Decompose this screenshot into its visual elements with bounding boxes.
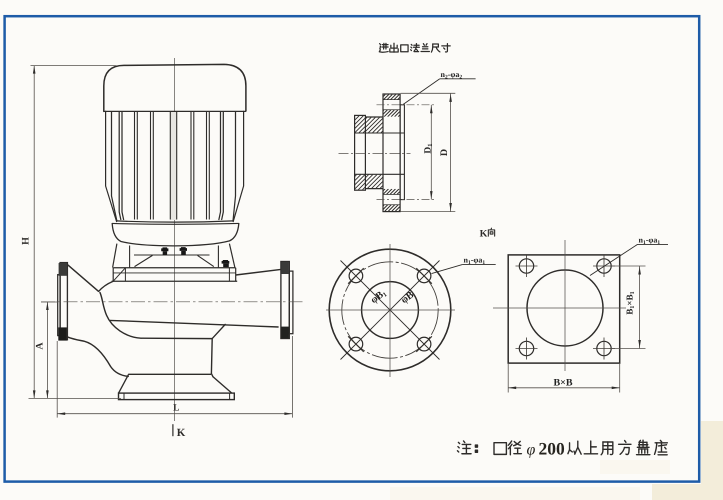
svg-text:n1-φa1: n1-φa1 (639, 235, 661, 246)
svg-text:D: D (439, 149, 450, 156)
svg-text:200: 200 (539, 439, 566, 459)
svg-text:K: K (480, 228, 488, 239)
svg-text:L: L (173, 403, 179, 413)
svg-text:B1×B1: B1×B1 (625, 291, 636, 314)
svg-text:φ: φ (527, 442, 536, 459)
svg-text:n2-φa2: n2-φa2 (441, 70, 463, 81)
svg-text:K: K (177, 427, 186, 439)
svg-text:A: A (35, 342, 46, 350)
svg-text:B×B: B×B (553, 378, 572, 389)
svg-text:D1: D1 (424, 143, 435, 153)
svg-text:H: H (21, 237, 32, 245)
svg-text:n1-φa1: n1-φa1 (464, 255, 486, 266)
